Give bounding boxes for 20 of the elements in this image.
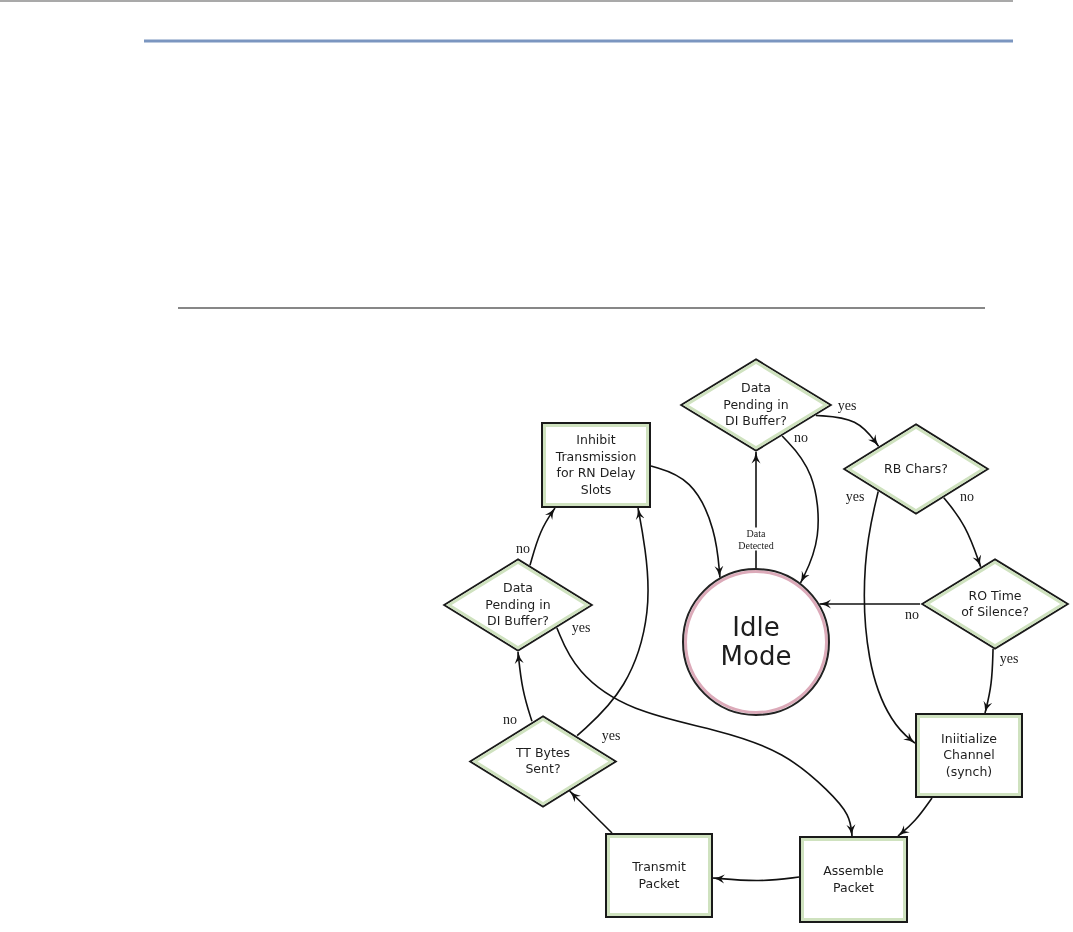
decision-diamond [920, 558, 1070, 650]
process-text: Assemble Packet [823, 863, 884, 896]
process-text: Iniitialize Channel (synch) [941, 730, 997, 781]
edge-label: Data Detected [737, 527, 775, 551]
process-box [541, 422, 651, 508]
decision-diamond [679, 358, 833, 452]
decision-diamond [442, 558, 594, 652]
state-text: Idle Mode [720, 613, 792, 671]
decision-text: Data Pending in DI Buffer? [723, 380, 789, 430]
process-box [799, 836, 908, 923]
process-box [915, 713, 1023, 798]
decision-text: TT Bytes Sent? [515, 744, 571, 778]
process-text: Inhibit Transmission for RN Delay Slots [555, 432, 637, 498]
process-box [605, 833, 713, 918]
decision-text: RB Chars? [884, 460, 948, 478]
decision-diamond [468, 714, 618, 808]
process-text: Transmit Packet [632, 859, 686, 892]
decision-text: RO Time of Silence? [961, 587, 1029, 621]
decision-text: Data Pending in DI Buffer? [485, 580, 551, 630]
decision-diamond [842, 423, 990, 515]
